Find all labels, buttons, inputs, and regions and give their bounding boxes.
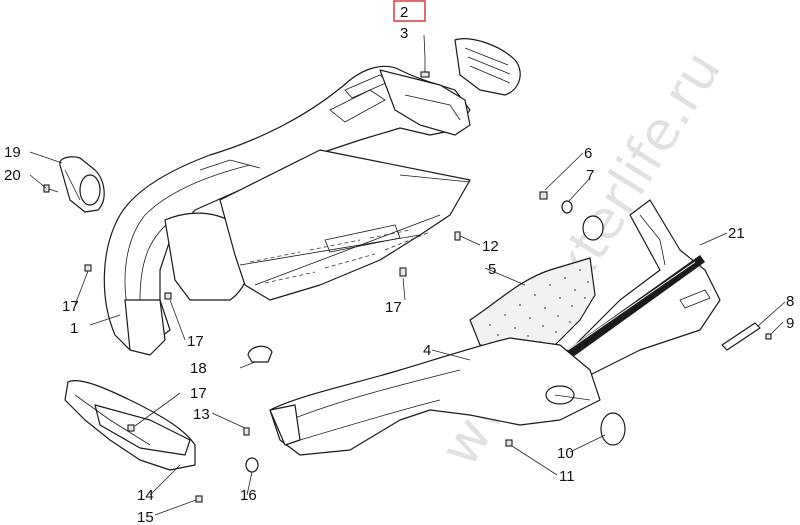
- callout-12[interactable]: 12: [482, 238, 499, 255]
- part-7-washer: [561, 200, 604, 241]
- callout-14[interactable]: 14: [137, 487, 154, 504]
- part-4-bottom-pan: [269, 337, 601, 456]
- callout-7[interactable]: 7: [586, 167, 594, 184]
- part-2-vent-grille: [454, 38, 521, 96]
- callout-16[interactable]: 16: [240, 487, 257, 504]
- callout-9[interactable]: 9: [786, 315, 794, 332]
- callout-8[interactable]: 8: [786, 293, 794, 310]
- callout-2[interactable]: 2: [400, 4, 408, 21]
- callout-18[interactable]: 18: [190, 360, 207, 377]
- part-10-plug: [600, 412, 626, 446]
- callout-1[interactable]: 1: [70, 320, 78, 337]
- part-18-clip: [247, 345, 273, 363]
- callout-20[interactable]: 20: [4, 167, 21, 184]
- callout-15[interactable]: 15: [137, 509, 154, 525]
- callout-13[interactable]: 13: [193, 406, 210, 423]
- callout-6[interactable]: 6: [584, 145, 592, 162]
- callout-21[interactable]: 21: [728, 225, 745, 242]
- part-19-boot: [59, 156, 105, 213]
- callout-labels: 2 3 19 20 6 7 21 12 5 17 17 17 17 1 8 9 …: [4, 4, 794, 525]
- callout-17-bracket[interactable]: 17: [187, 333, 204, 350]
- callout-11[interactable]: 11: [559, 468, 575, 485]
- part-12-floor-panel: [219, 149, 471, 301]
- callout-17-left[interactable]: 17: [62, 298, 79, 315]
- leader-lines: [29, 34, 786, 516]
- callout-17-skid[interactable]: 17: [190, 385, 207, 402]
- callout-2-highlight: [393, 0, 426, 22]
- part-8-plate: [721, 322, 761, 351]
- callout-10[interactable]: 10: [557, 445, 574, 462]
- part-20-screw: [43, 184, 59, 193]
- callout-17-center[interactable]: 17: [385, 299, 402, 316]
- callout-5[interactable]: 5: [488, 261, 496, 278]
- part-vent-duct: [379, 69, 471, 136]
- callout-4[interactable]: 4: [423, 342, 431, 359]
- callout-19[interactable]: 19: [4, 144, 21, 161]
- part-3-screw: [420, 58, 430, 78]
- callout-3[interactable]: 3: [400, 25, 408, 42]
